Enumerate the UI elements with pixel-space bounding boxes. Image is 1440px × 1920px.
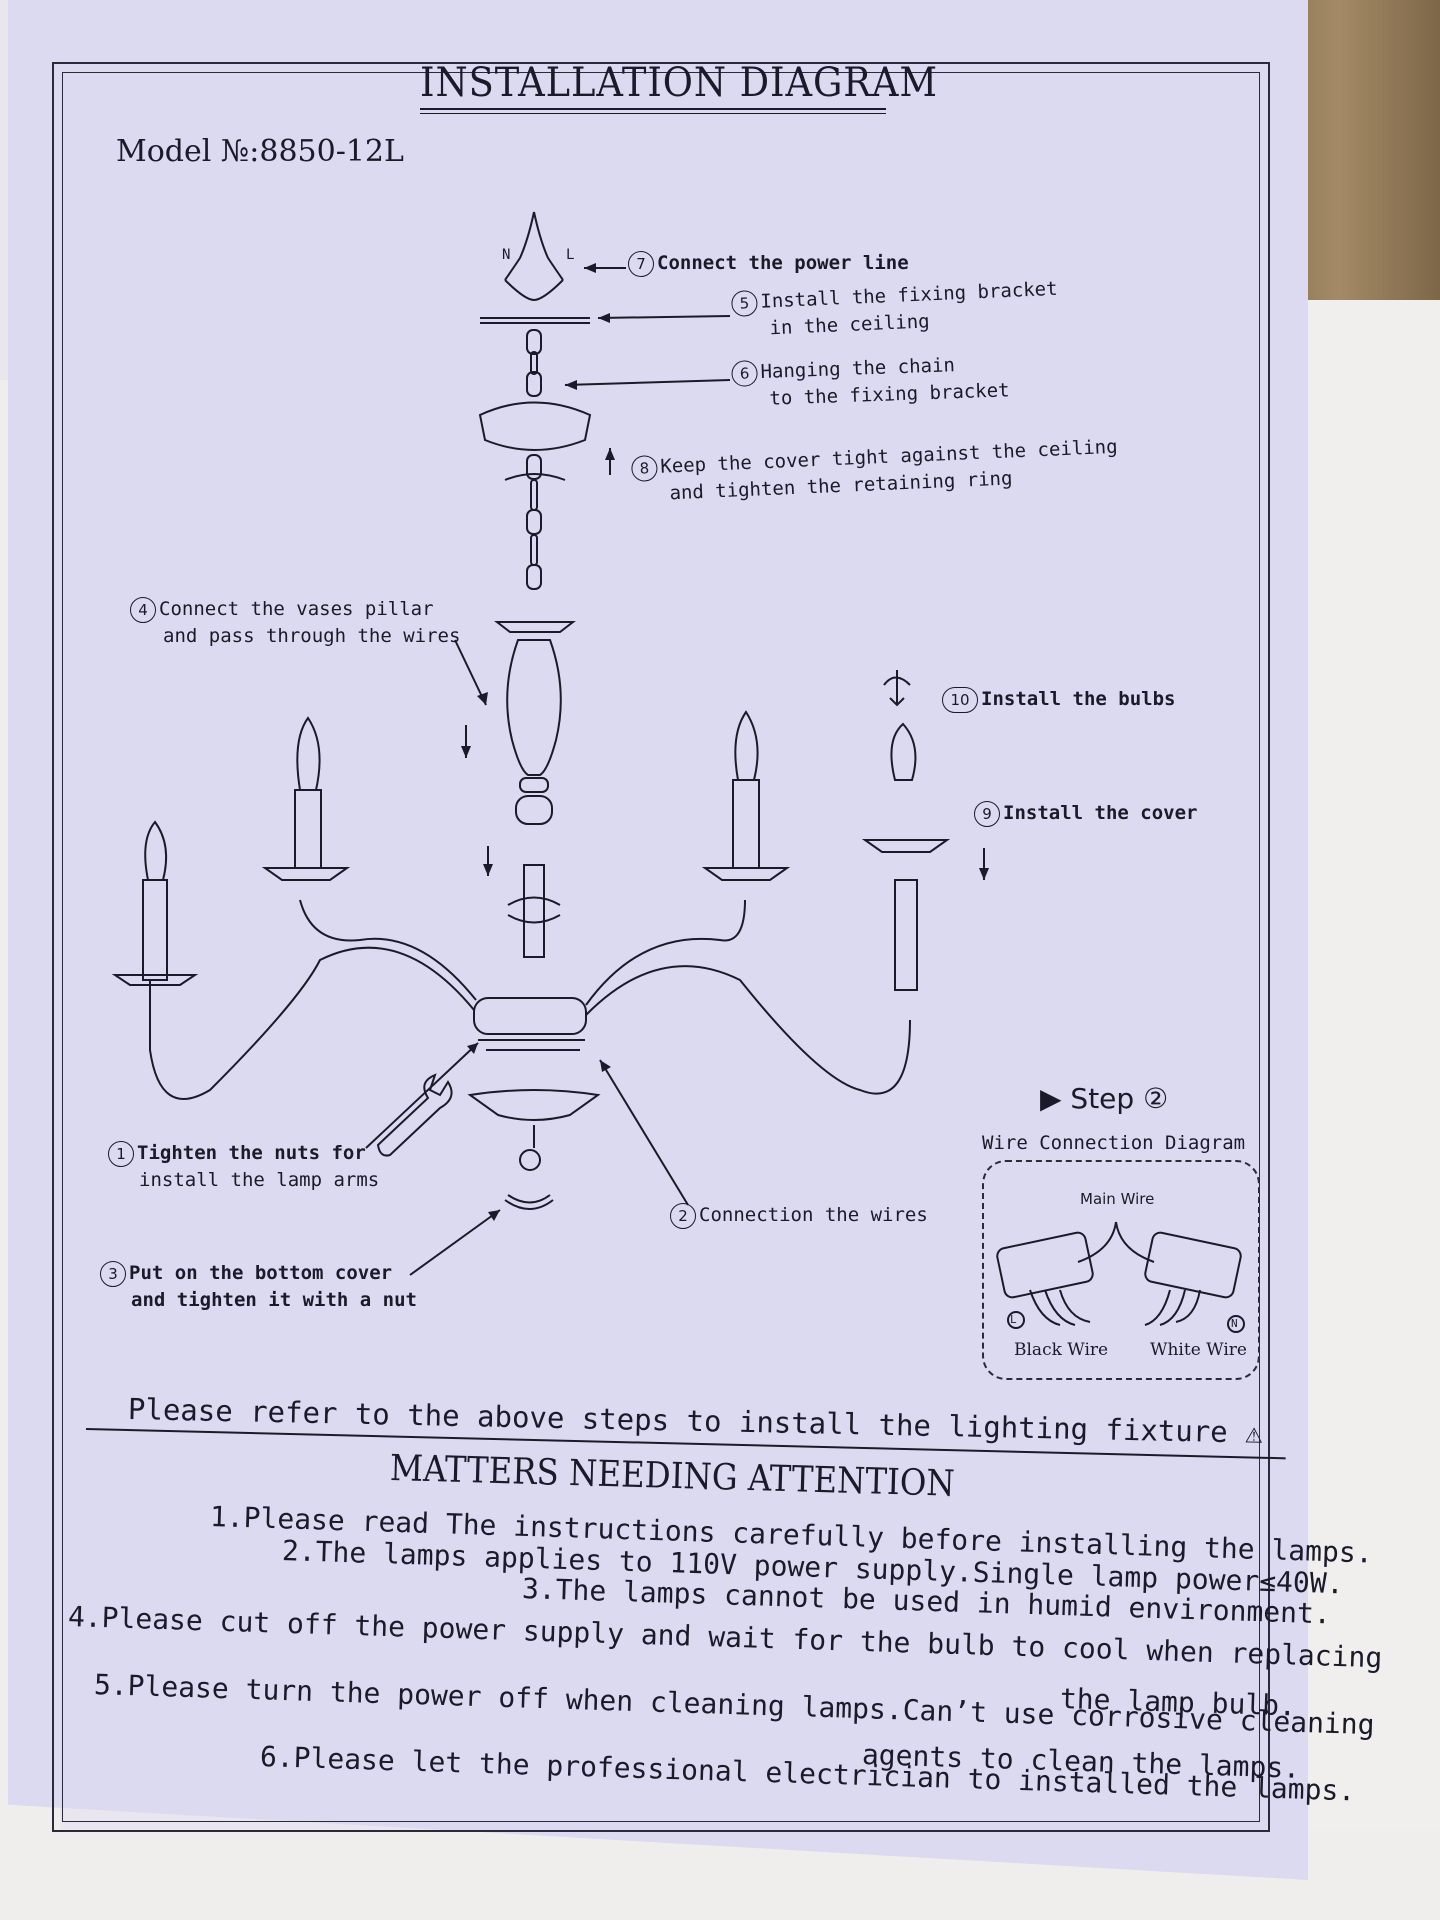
instruction-sheet	[8, 0, 1308, 1880]
retaining-nut	[504, 1194, 554, 1210]
step-9-text: Install the cover	[1003, 802, 1198, 824]
step-number: 8	[630, 454, 658, 482]
wire-diagram-box	[982, 1160, 1260, 1380]
main-wire-label: Main Wire	[1080, 1190, 1155, 1208]
step-number: 10	[942, 687, 978, 713]
step-3-text: Put on the bottom cover	[129, 1262, 393, 1284]
candle	[142, 879, 168, 981]
title-underline	[420, 108, 886, 110]
live-marker: L	[566, 247, 575, 263]
candle-cup	[111, 974, 199, 986]
bulb-flame	[144, 820, 168, 881]
step-3-text-line2: and tighten it with a nut	[131, 1289, 417, 1311]
step-number: 1	[108, 1141, 134, 1167]
vase-pillar	[494, 621, 576, 633]
wire-diagram-title: Wire Connection Diagram	[982, 1132, 1246, 1154]
step-2-text: Connection the wires	[699, 1204, 928, 1226]
page-title: INSTALLATION DIAGRAM	[420, 60, 939, 106]
live-marker-label: L	[1010, 1313, 1017, 1326]
black-wire-label: Black Wire	[1014, 1340, 1109, 1360]
wire-connector-illustration	[996, 1221, 1245, 1333]
lamp-arm-left-inner	[299, 899, 477, 1001]
lamp-arm-left-outer	[149, 946, 475, 1100]
wrench-icon	[376, 1073, 453, 1157]
center-body	[473, 997, 587, 1035]
neutral-marker: N	[502, 247, 511, 263]
step-4-text: Connect the vases pillar	[159, 598, 434, 620]
step-6-text: Hanging the chain	[760, 354, 956, 383]
rotate-icon	[883, 670, 911, 707]
model-number: Model №:8850-12L	[116, 134, 404, 169]
power-line	[504, 211, 535, 281]
step-10-text: Install the bulbs	[981, 688, 1176, 710]
step-number: 9	[974, 801, 1000, 827]
step-7-text: Connect the power line	[657, 252, 909, 274]
lamp-arm-right-outer	[585, 965, 911, 1095]
step-number: 2	[670, 1203, 696, 1229]
step-2-badge: ▶ Step ②	[1040, 1082, 1169, 1115]
lamp-arm-right-inner	[585, 899, 746, 1006]
sheet-border-outer	[52, 62, 1270, 1832]
step-1-text-line2: install the lamp arms	[139, 1169, 380, 1191]
step-number: 7	[628, 251, 654, 277]
sheet-border-inner	[62, 72, 1260, 1822]
step-4-text-line2: and pass through the wires	[163, 625, 461, 647]
step-number: 4	[130, 597, 156, 623]
chain	[526, 329, 542, 355]
center-stem	[523, 864, 545, 958]
step-number: 6	[731, 360, 759, 387]
step-5-text-line2: in the ceiling	[769, 310, 931, 340]
step-number: 3	[100, 1261, 126, 1287]
white-wire-label: White Wire	[1150, 1340, 1247, 1360]
step-1-text: Tighten the nuts for	[137, 1142, 366, 1164]
neutral-marker-label: N	[1231, 1317, 1238, 1330]
title-underline-2	[420, 113, 886, 114]
bottom-cover	[467, 1089, 601, 1121]
step-number: 5	[730, 289, 758, 317]
ceiling-canopy	[478, 401, 592, 451]
